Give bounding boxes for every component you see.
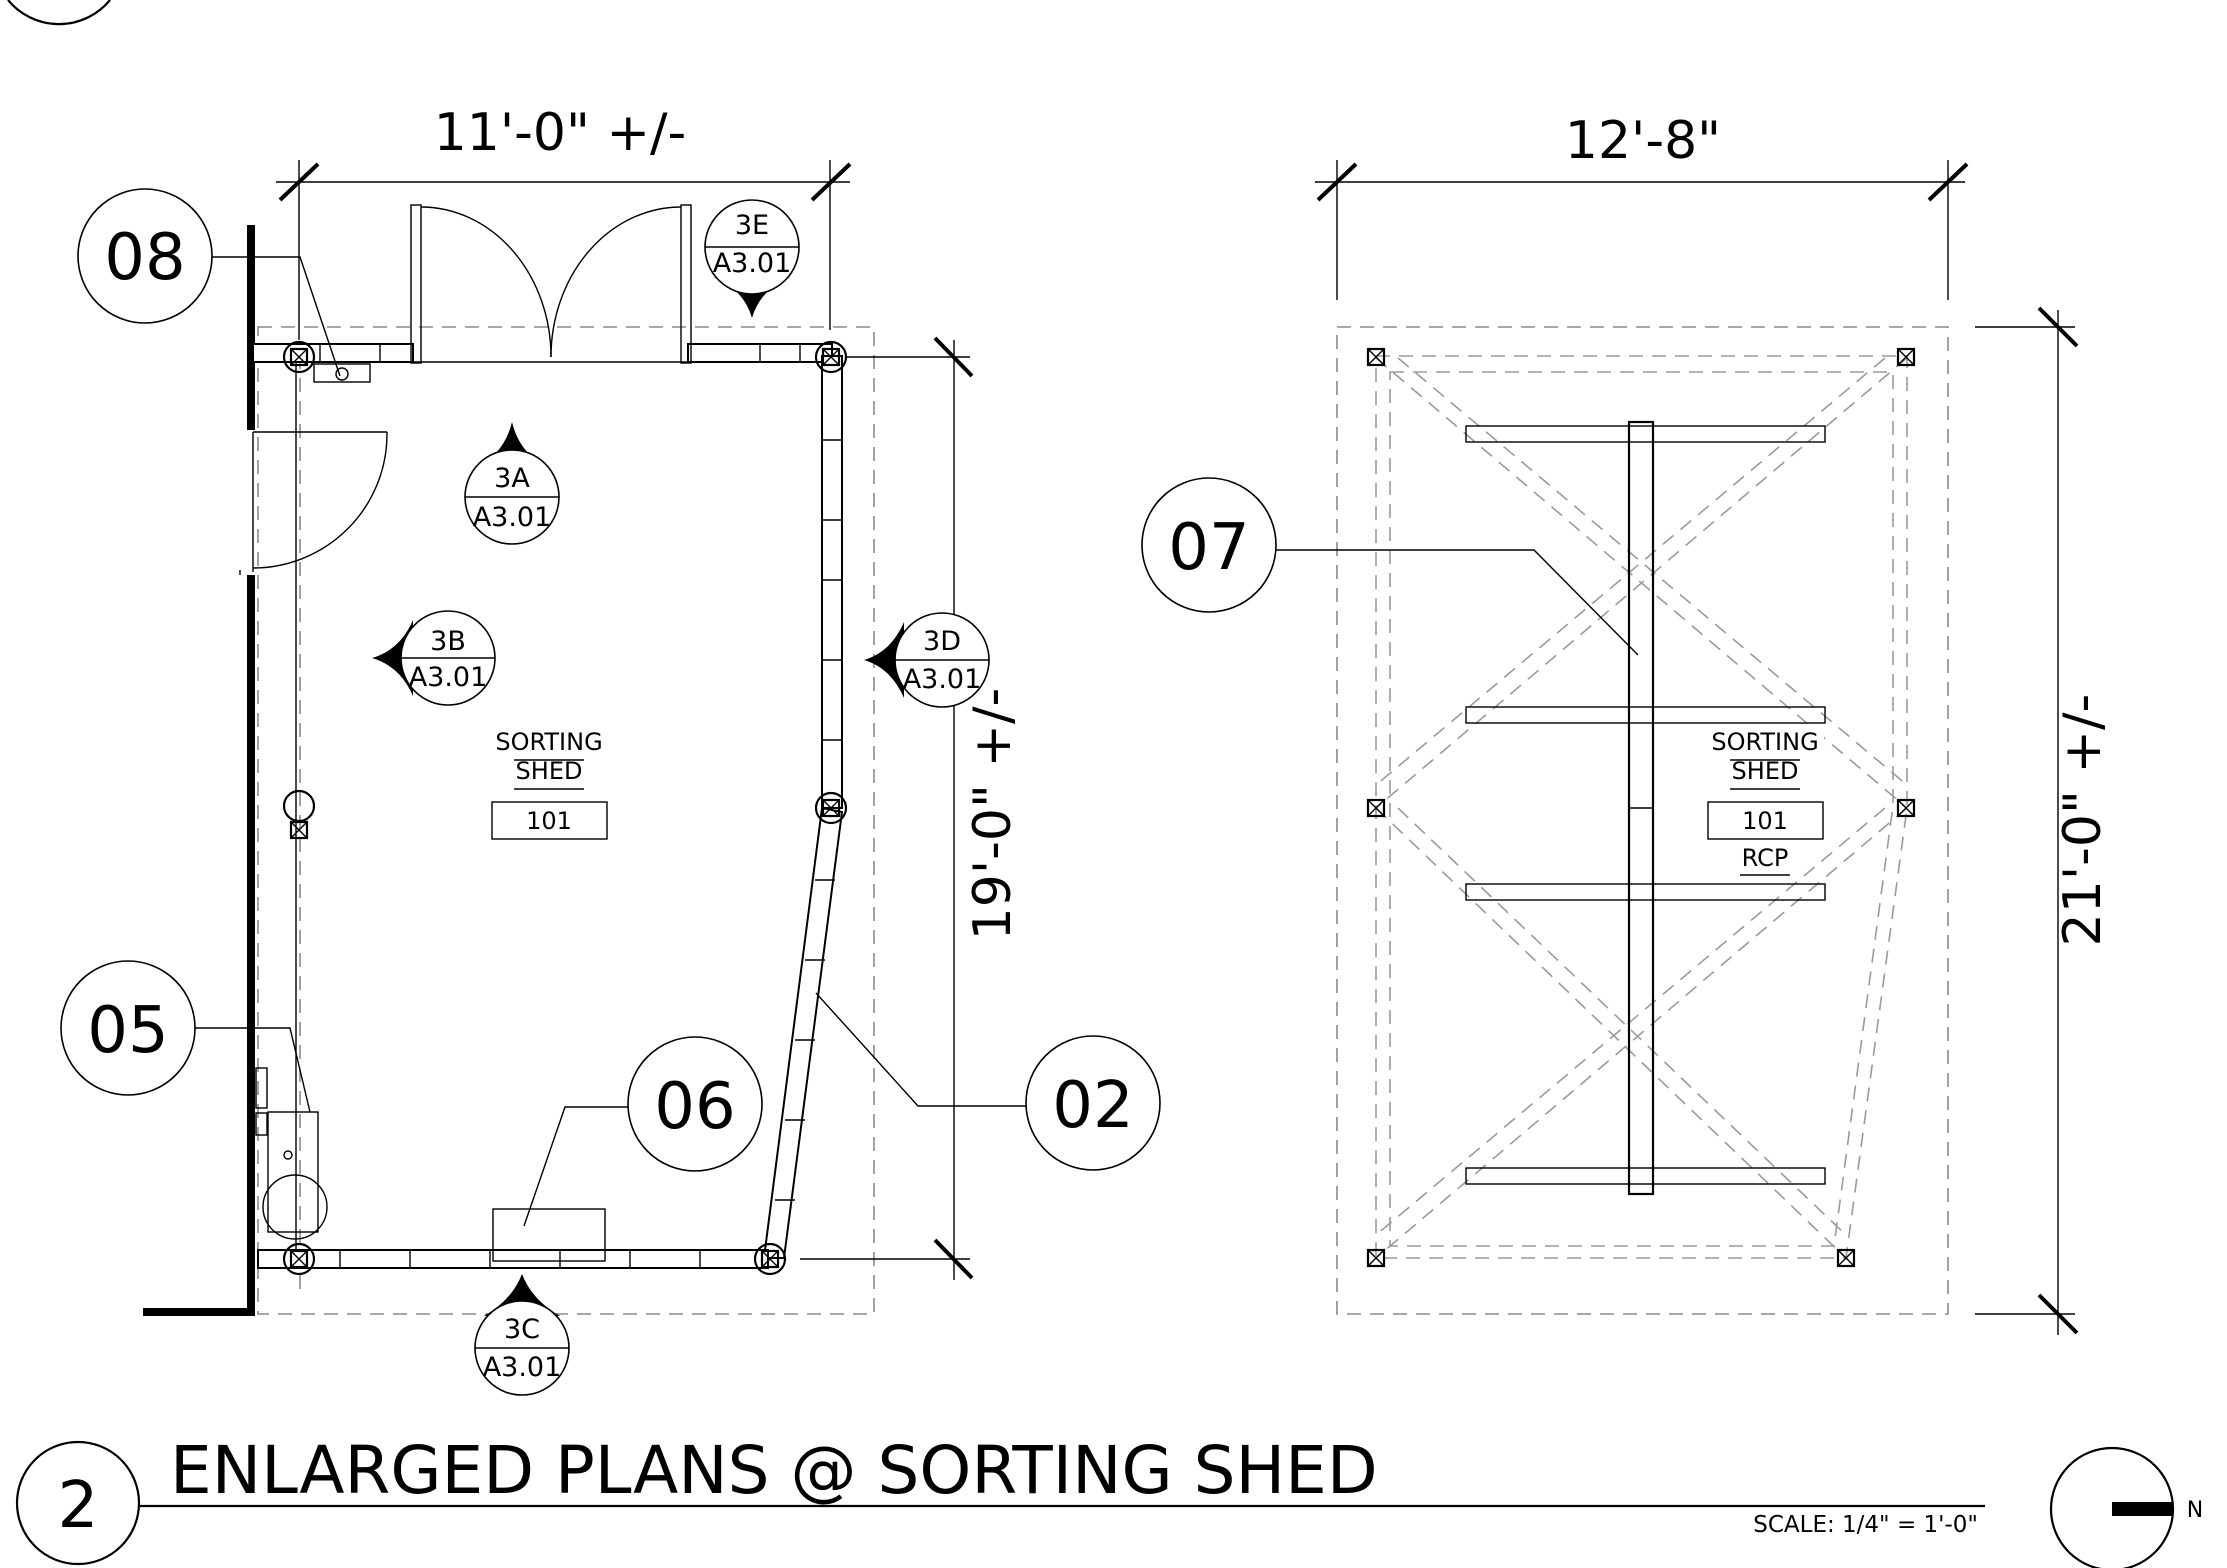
north-arrow: N xyxy=(2049,1446,2203,1568)
keynote-05-label: 05 xyxy=(87,994,168,1068)
section-marker-3B: 3B A3.01 xyxy=(372,610,496,706)
section-marker-3B-sheet: A3.01 xyxy=(409,662,488,693)
dimension-height-label: 19'-0" +/- xyxy=(963,688,1023,941)
rcp-posts xyxy=(1366,347,1916,1268)
column-sw xyxy=(282,1242,316,1276)
keynote-07-label: 07 xyxy=(1168,511,1249,585)
section-marker-3A-id: 3A xyxy=(494,463,530,494)
partial-detail-circle xyxy=(7,0,111,26)
cross-bracing xyxy=(1375,357,1908,1259)
column-w xyxy=(282,789,316,840)
roof-outline xyxy=(257,326,875,1315)
drawing-title: ENLARGED PLANS @ SORTING SHED xyxy=(170,1432,1378,1509)
dimension-width-label: 11'-0" +/- xyxy=(434,103,687,163)
section-marker-3D-id: 3D xyxy=(923,626,961,657)
floor-plan: 11'-0" +/- 19'-0" +/- SORTING SHED 101 xyxy=(60,103,1161,1396)
section-marker-3E-id: 3E xyxy=(735,210,769,241)
drawing-number: 2 xyxy=(58,1469,99,1543)
drawing-number-circle xyxy=(15,1440,141,1566)
keynote-05: 05 xyxy=(60,960,311,1113)
keynote-08-label: 08 xyxy=(104,221,185,295)
rcp-dimension-height-label: 21'-0" +/- xyxy=(2053,694,2113,947)
rcp-wall-outline xyxy=(1375,355,1908,1259)
rcp-room-suffix: RCP xyxy=(1742,844,1789,872)
section-marker-3C-id: 3C xyxy=(504,1314,540,1345)
wall-fixture xyxy=(313,363,371,383)
rcp-room-number: 101 xyxy=(1742,807,1788,835)
side-door xyxy=(252,431,388,572)
section-marker-3A-sheet: A3.01 xyxy=(473,502,552,533)
dimension-height: 19'-0" +/- xyxy=(800,336,1023,1280)
section-marker-3C: 3C A3.01 xyxy=(474,1274,570,1396)
title-block: 2 ENLARGED PLANS @ SORTING SHED SCALE: 1… xyxy=(15,1432,1985,1566)
section-marker-3C-sheet: A3.01 xyxy=(483,1352,562,1383)
sink-fixture xyxy=(255,1067,328,1240)
keynote-02: 02 xyxy=(815,992,1161,1171)
south-wall xyxy=(257,1249,769,1269)
section-marker-3A: 3A A3.01 xyxy=(464,422,560,545)
room-name-line2: SHED xyxy=(516,757,583,785)
rcp-room-name-line1: SORTING xyxy=(1711,728,1818,756)
east-wall-upper xyxy=(821,355,843,809)
section-marker-3B-id: 3B xyxy=(430,626,466,657)
north-arrow-pointer xyxy=(2112,1502,2173,1516)
drawing-scale: SCALE: 1/4" = 1'-0" xyxy=(1753,1512,1978,1538)
fixture-symbol xyxy=(335,367,349,381)
room-name-line1: SORTING xyxy=(495,728,602,756)
column-nw xyxy=(282,340,316,374)
east-wall-studs xyxy=(775,439,842,1201)
east-wall-lower xyxy=(762,806,844,1259)
section-marker-3E-sheet: A3.01 xyxy=(713,248,792,279)
section-marker-3D-sheet: A3.01 xyxy=(903,664,982,695)
keynote-06-label: 06 xyxy=(654,1070,735,1144)
ceiling-plan: 12'-8" 21'-0" +/- SORTING SHED 101 RCP xyxy=(1141,111,2113,1335)
column-se xyxy=(753,1242,787,1276)
rcp-wall-outline-inner xyxy=(1389,371,1894,1247)
room-number: 101 xyxy=(526,807,572,835)
dimension-width: 11'-0" +/- xyxy=(276,103,852,340)
keynote-02-label: 02 xyxy=(1052,1069,1133,1143)
north-wall-studs xyxy=(319,344,801,362)
section-marker-3D: 3D A3.01 xyxy=(864,612,990,708)
rcp-dimension-width-label: 12'-8" xyxy=(1565,111,1721,171)
double-doors xyxy=(410,204,692,364)
rcp-dimension-height: 21'-0" +/- xyxy=(1975,306,2113,1335)
room-tag-rcp: SORTING SHED 101 RCP xyxy=(1700,724,1824,876)
north-label: N xyxy=(2187,1498,2203,1523)
room-tag-floor: SORTING SHED 101 xyxy=(491,728,608,840)
joists xyxy=(1465,420,1826,1196)
keynote-08: 08 xyxy=(77,188,341,377)
bench-fixture xyxy=(492,1208,606,1262)
column-e xyxy=(814,791,848,825)
keynote-07: 07 xyxy=(1141,477,1639,656)
rcp-roof-outline xyxy=(1336,326,1949,1315)
section-marker-3E: 3E A3.01 xyxy=(704,199,800,318)
adjacent-wall-lower xyxy=(143,575,255,1316)
rcp-dimension-width: 12'-8" xyxy=(1315,111,1969,300)
south-wall-studs xyxy=(339,1250,701,1268)
keynote-06: 06 xyxy=(523,1036,763,1227)
rcp-room-name-line2: SHED xyxy=(1732,757,1799,785)
